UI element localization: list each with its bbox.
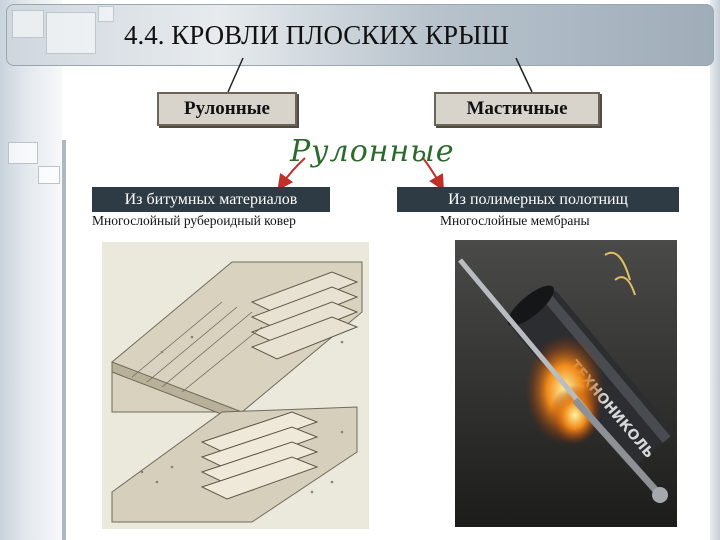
torch-roll-photo: ТЕХНОНИКОЛЬ [455,240,677,527]
membrane-torch-photo: ТЕХНОНИКОЛЬ [455,240,677,527]
connector-line-left [228,58,243,92]
section-heading: Рулонные [290,134,454,169]
box-rulonnye: Рулонные [157,92,297,126]
desc-bitumen: Многослойный рубероидный ковер [92,213,296,229]
layered-roofing-sketch [102,242,369,529]
connector-line-right [516,58,532,92]
desc-polymer: Многослойные мембраны [440,213,590,229]
layered-roofing-diagram [102,242,369,529]
category-bar-bitumen: Из битумных материалов [92,187,330,212]
category-bar-polymer: Из полимерных полотнищ [397,187,679,212]
box-mastichnye: Мастичные [434,92,600,126]
